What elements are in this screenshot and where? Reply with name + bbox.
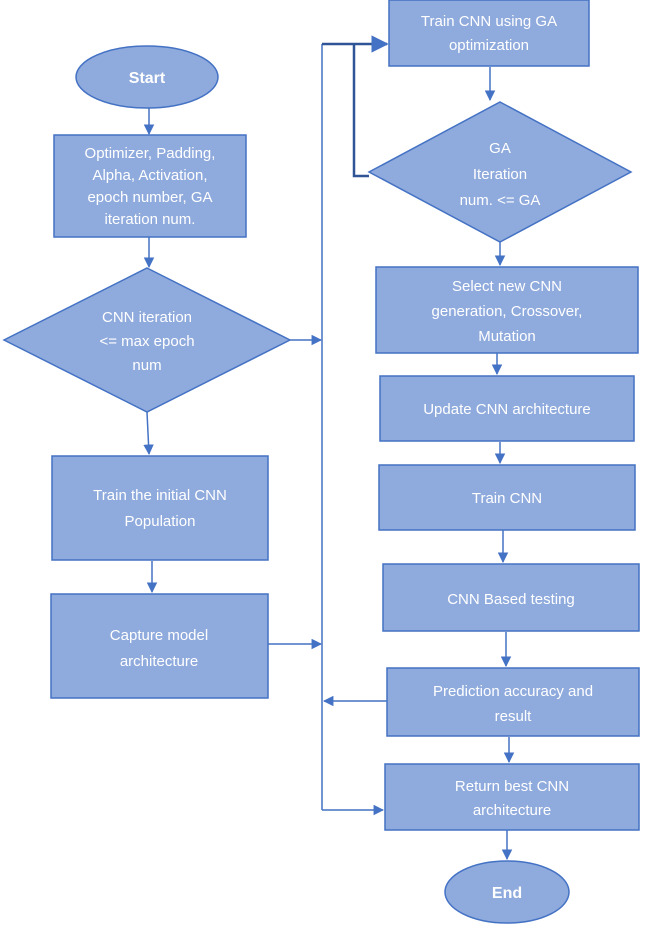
select-generation-line-3: Mutation [478, 328, 536, 345]
train-initial-line-2: Population [125, 513, 196, 530]
select-generation-line-1: Select new CNN [452, 278, 562, 295]
ga-iteration-decision: GA Iteration num. <= GA [367, 101, 633, 243]
cnn-iteration-line-3: num [132, 357, 161, 374]
train-initial-box: Train the initial CNN Population [51, 455, 269, 561]
train-ga-line-1: Train CNN using GA [421, 13, 557, 30]
ga-iteration-line-2: Iteration [473, 166, 527, 183]
start-label: Start [129, 70, 166, 87]
cnn-iteration-decision: CNN iteration <= max epoch num [2, 267, 292, 413]
train-initial-line-1: Train the initial CNN [93, 487, 227, 504]
return-best-line-2: architecture [473, 802, 551, 819]
update-architecture-label: Update CNN architecture [423, 401, 591, 418]
return-best-box: Return best CNN architecture [384, 763, 640, 831]
start-terminal: Start [75, 45, 219, 109]
end-terminal: End [444, 860, 570, 924]
params-line-4: iteration num. [105, 211, 196, 228]
select-generation-line-2: generation, Crossover, [432, 303, 583, 320]
cnn-iteration-line-2: <= max epoch [99, 333, 194, 350]
cnn-testing-label: CNN Based testing [447, 591, 575, 608]
params-line-1: Optimizer, Padding, [85, 145, 216, 162]
arrow-cnn-iteration-to-train-initial [143, 411, 154, 456]
ga-iteration-line-3: num. <= GA [460, 192, 541, 209]
capture-model-box: Capture model architecture [50, 593, 269, 699]
cnn-iteration-line-1: CNN iteration [102, 309, 192, 326]
train-ga-line-2: optimization [449, 37, 529, 54]
end-label: End [492, 885, 522, 902]
params-line-2: Alpha, Activation, [92, 167, 207, 184]
train-cnn-box: Train CNN [378, 464, 636, 531]
capture-model-line-2: architecture [120, 653, 198, 670]
prediction-line-1: Prediction accuracy and [433, 683, 593, 700]
arrow-ga-loop-back [352, 44, 369, 178]
params-box: Optimizer, Padding, Alpha, Activation, e… [53, 134, 247, 238]
prediction-line-2: result [495, 708, 533, 725]
return-best-line-1: Return best CNN [455, 778, 569, 795]
train-cnn-label: Train CNN [472, 490, 542, 507]
connectors [143, 35, 515, 861]
params-line-3: epoch number, GA [87, 189, 212, 206]
ga-iteration-line-1: GA [489, 140, 511, 157]
capture-model-line-1: Capture model [110, 627, 208, 644]
select-generation-box: Select new CNN generation, Crossover, Mu… [375, 266, 639, 354]
prediction-box: Prediction accuracy and result [386, 667, 640, 737]
train-ga-box: Train CNN using GA optimization [388, 0, 590, 67]
cnn-testing-box: CNN Based testing [382, 563, 640, 632]
update-architecture-box: Update CNN architecture [379, 375, 635, 442]
